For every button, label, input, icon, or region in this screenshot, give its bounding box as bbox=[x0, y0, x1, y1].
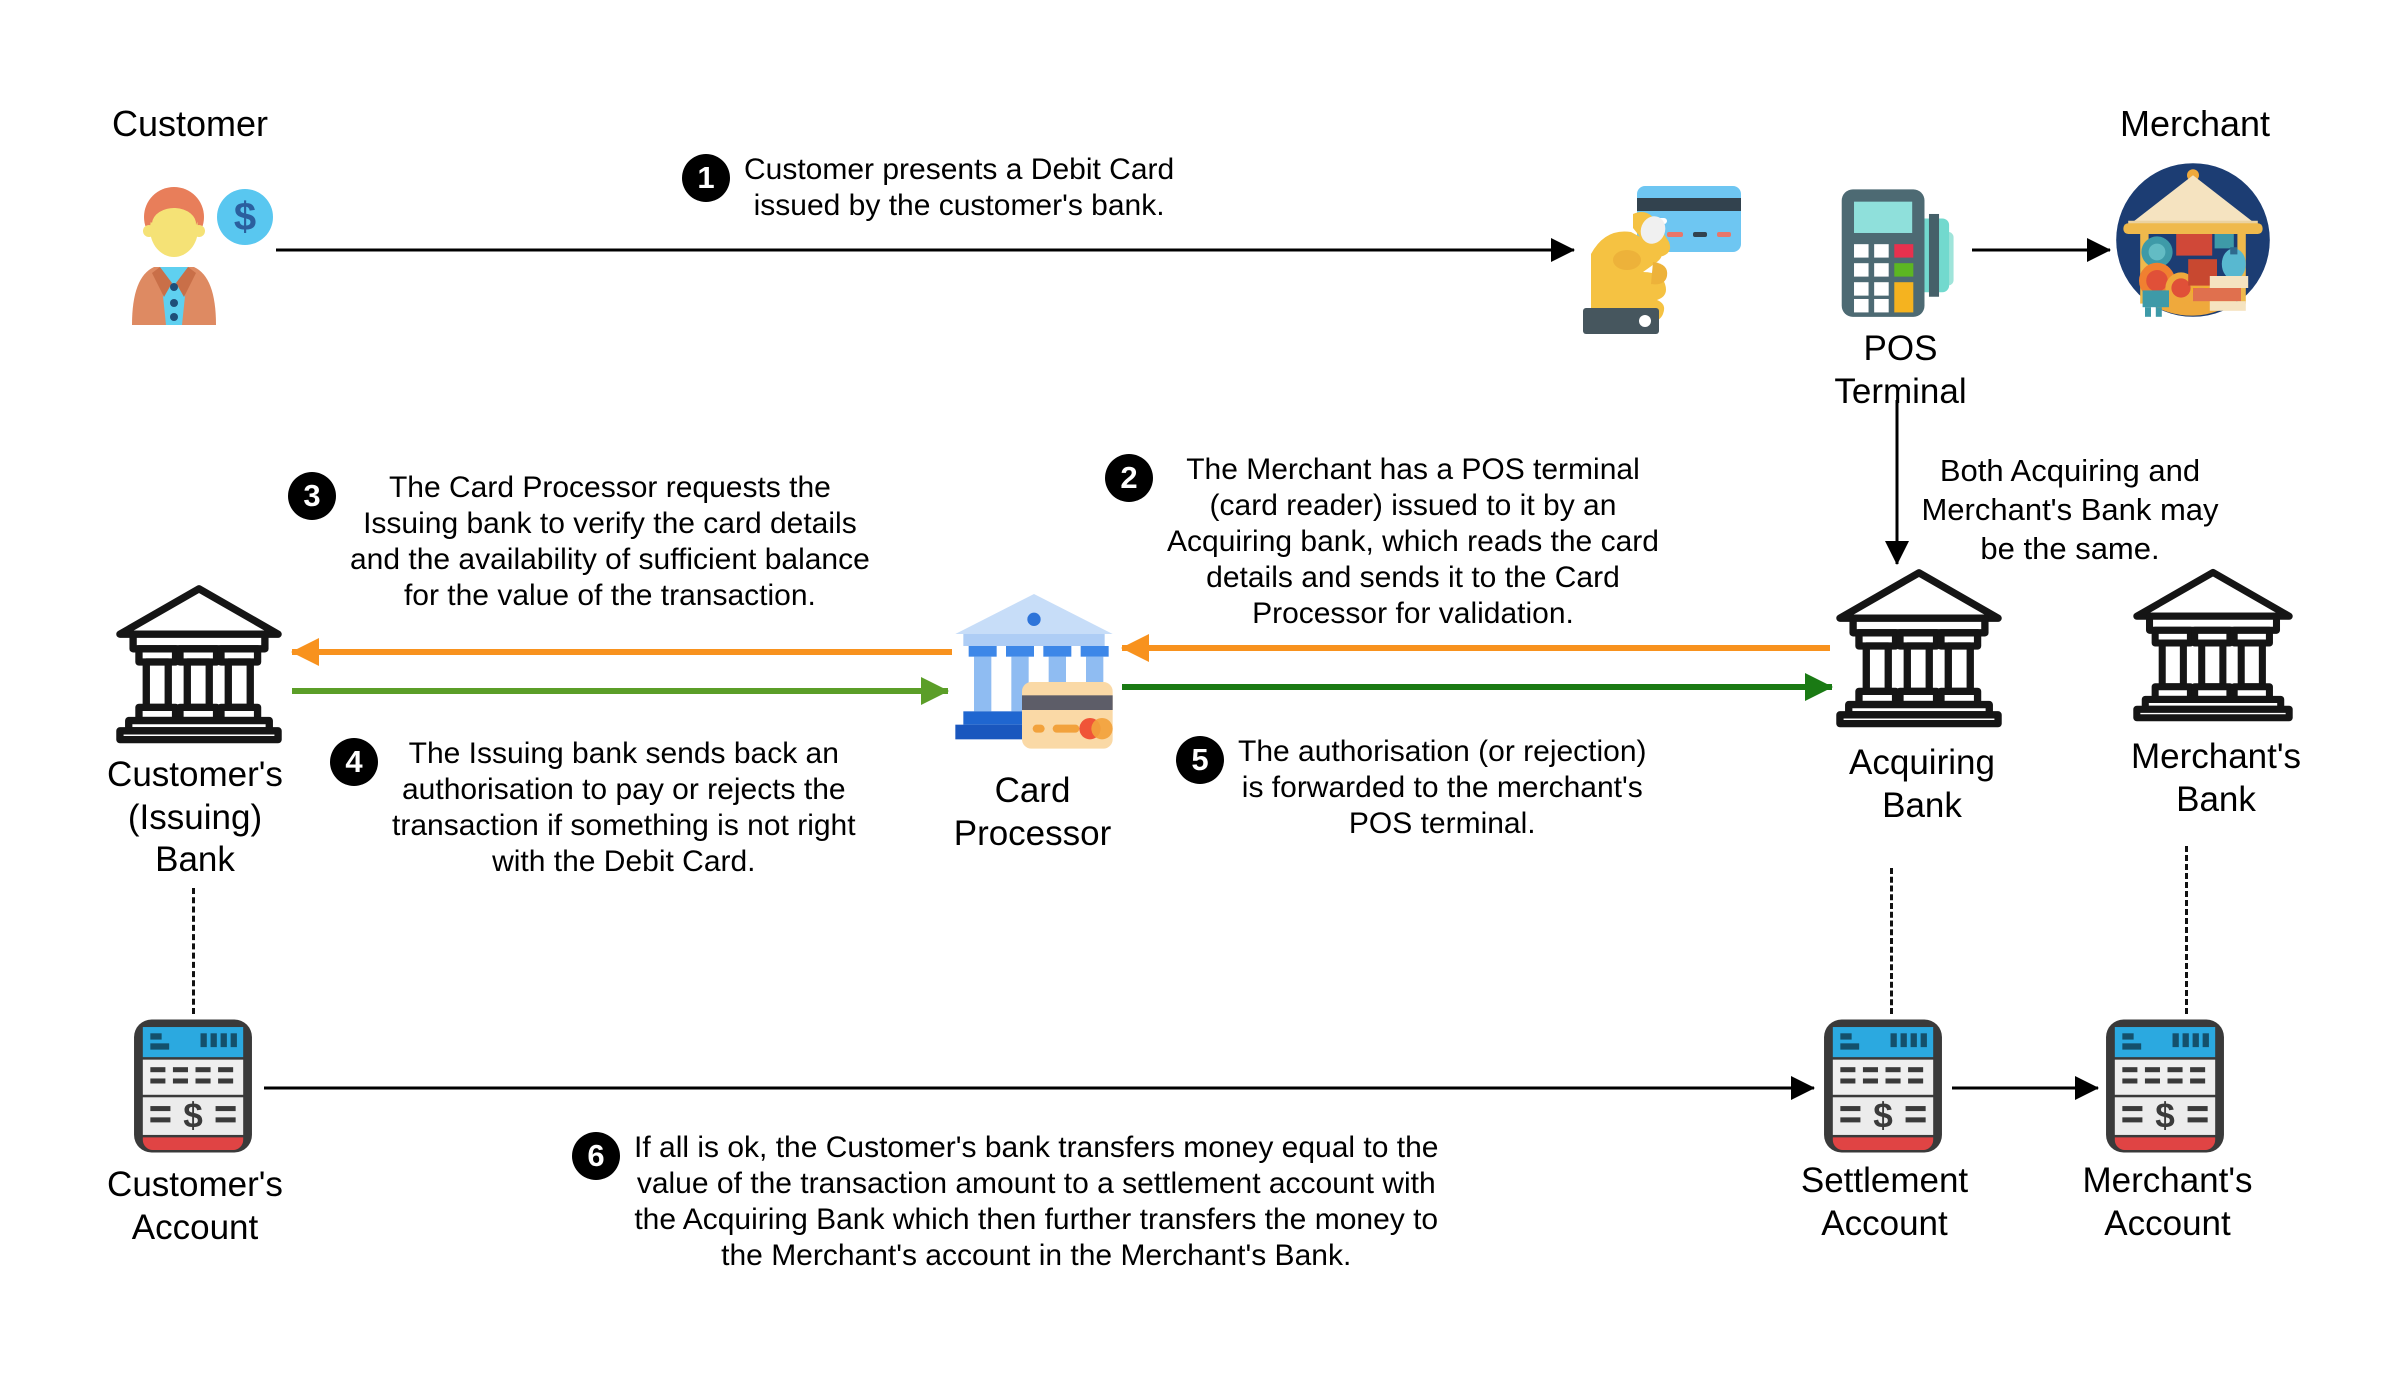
customer-person-icon: $ bbox=[132, 187, 273, 325]
arrow-shaft bbox=[292, 649, 952, 655]
same-bank-note: Both Acquiring and Merchant's Bank may b… bbox=[1921, 453, 2219, 566]
step-2-annotation: 2 The Merchant has a POS terminal (card … bbox=[1105, 452, 1659, 632]
acquiring-bank-building-icon bbox=[1836, 569, 2002, 728]
step-3-badge: 3 bbox=[288, 472, 336, 520]
arrow-shaft bbox=[1122, 684, 1832, 690]
card-processor-label: Card Processor bbox=[953, 771, 1112, 853]
svg-text:$: $ bbox=[234, 195, 256, 239]
step-1-text: Customer presents a Debit Card issued by… bbox=[744, 153, 1175, 222]
step-6-text: If all is ok, the Customer's bank transf… bbox=[634, 1131, 1439, 1272]
arrow-acquiring-to-processor bbox=[1121, 632, 1830, 664]
settlement-account-register-icon: $ bbox=[1824, 1019, 1942, 1153]
arrowhead-left-icon bbox=[291, 638, 319, 666]
arrow-shaft bbox=[276, 248, 1574, 252]
customers-account-label: Customer's Account bbox=[107, 1165, 283, 1247]
arrow-shaft bbox=[264, 1086, 1814, 1090]
svg-text:$: $ bbox=[183, 1096, 203, 1135]
arrowhead-right-icon bbox=[1791, 1076, 1815, 1100]
arrow-pos-to-merchant bbox=[1972, 234, 2111, 266]
merchants-bank-building-icon bbox=[2133, 568, 2293, 722]
arrow-shaft bbox=[1972, 248, 2110, 252]
arrow-shaft bbox=[292, 688, 948, 694]
dollar-coin-icon bbox=[217, 189, 273, 245]
arrow-shaft bbox=[1952, 1086, 2098, 1090]
dashed-link-issuing-to-account bbox=[192, 888, 195, 1014]
issuing-bank-label: Customer's (Issuing) Bank bbox=[107, 755, 283, 880]
merchants-account-register-icon: $ bbox=[2106, 1019, 2224, 1153]
arrowhead-right-icon bbox=[1805, 673, 1833, 701]
hand-holding-card-icon bbox=[1583, 186, 1741, 334]
arrowhead-down-icon bbox=[1885, 541, 1909, 565]
merchants-account-label: Merchant's Account bbox=[2082, 1161, 2253, 1243]
svg-text:$: $ bbox=[1873, 1096, 1893, 1135]
step-4-text: The Issuing bank sends back an authorisa… bbox=[392, 737, 856, 878]
merchants-bank-label: Merchant's Bank bbox=[2130, 737, 2302, 819]
dashed-link-acquiring-to-settlement bbox=[1890, 868, 1893, 1014]
step-3-annotation: 3 The Card Processor requests the Issuin… bbox=[288, 470, 870, 614]
pos-terminal-icon bbox=[1841, 189, 1954, 317]
arrow-shaft bbox=[1895, 400, 1899, 564]
customer-label: Customer bbox=[111, 103, 269, 144]
arrow-processor-to-issuing bbox=[291, 636, 952, 668]
merchant-label: Merchant bbox=[2119, 103, 2271, 144]
settlement-account-label: Settlement Account bbox=[1800, 1161, 1969, 1243]
arrowhead-left-icon bbox=[1121, 634, 1149, 662]
arrow-settlement-to-merchants-account bbox=[1952, 1072, 2099, 1104]
step-5-text: The authorisation (or rejection) is forw… bbox=[1238, 735, 1647, 840]
step-2-text: The Merchant has a POS terminal (card re… bbox=[1167, 453, 1659, 630]
arrowhead-right-icon bbox=[921, 677, 949, 705]
arrow-processor-to-acquiring bbox=[1122, 671, 1833, 703]
arrow-issuing-to-processor bbox=[292, 675, 949, 707]
step-2-badge: 2 bbox=[1105, 454, 1153, 502]
step-6-badge: 6 bbox=[572, 1132, 620, 1180]
merchant-stall-icon bbox=[2116, 163, 2270, 317]
arrow-customers-account-to-settlement bbox=[264, 1072, 1815, 1104]
arrowhead-right-icon bbox=[2087, 238, 2111, 262]
acquiring-bank-label: Acquiring Bank bbox=[1849, 743, 1995, 825]
arrowhead-right-icon bbox=[2075, 1076, 2099, 1100]
step-4-annotation: 4 The Issuing bank sends back an authori… bbox=[330, 736, 856, 880]
issuing-bank-building-icon bbox=[116, 585, 282, 744]
arrow-customer-to-pos bbox=[276, 234, 1575, 266]
step-1-badge: 1 bbox=[682, 154, 730, 202]
svg-text:$: $ bbox=[2155, 1096, 2175, 1135]
dashed-link-merchantsbank-to-account bbox=[2185, 846, 2188, 1014]
step-5-annotation: 5 The authorisation (or rejection) is fo… bbox=[1176, 734, 1647, 842]
step-4-badge: 4 bbox=[330, 738, 378, 786]
card-processor-icon bbox=[955, 594, 1113, 749]
customers-account-register-icon: $ bbox=[134, 1019, 252, 1153]
arrow-shaft bbox=[1122, 645, 1830, 651]
arrowhead-right-icon bbox=[1551, 238, 1575, 262]
pos-terminal-label: POS Terminal bbox=[1834, 329, 1967, 411]
step-3-text: The Card Processor requests the Issuing … bbox=[350, 471, 870, 612]
step-5-badge: 5 bbox=[1176, 736, 1224, 784]
step-1-annotation: 1 Customer presents a Debit Card issued … bbox=[682, 152, 1174, 224]
arrow-pos-to-acquiring-bank bbox=[1881, 400, 1913, 565]
step-6-annotation: 6 If all is ok, the Customer's bank tran… bbox=[572, 1130, 1438, 1274]
